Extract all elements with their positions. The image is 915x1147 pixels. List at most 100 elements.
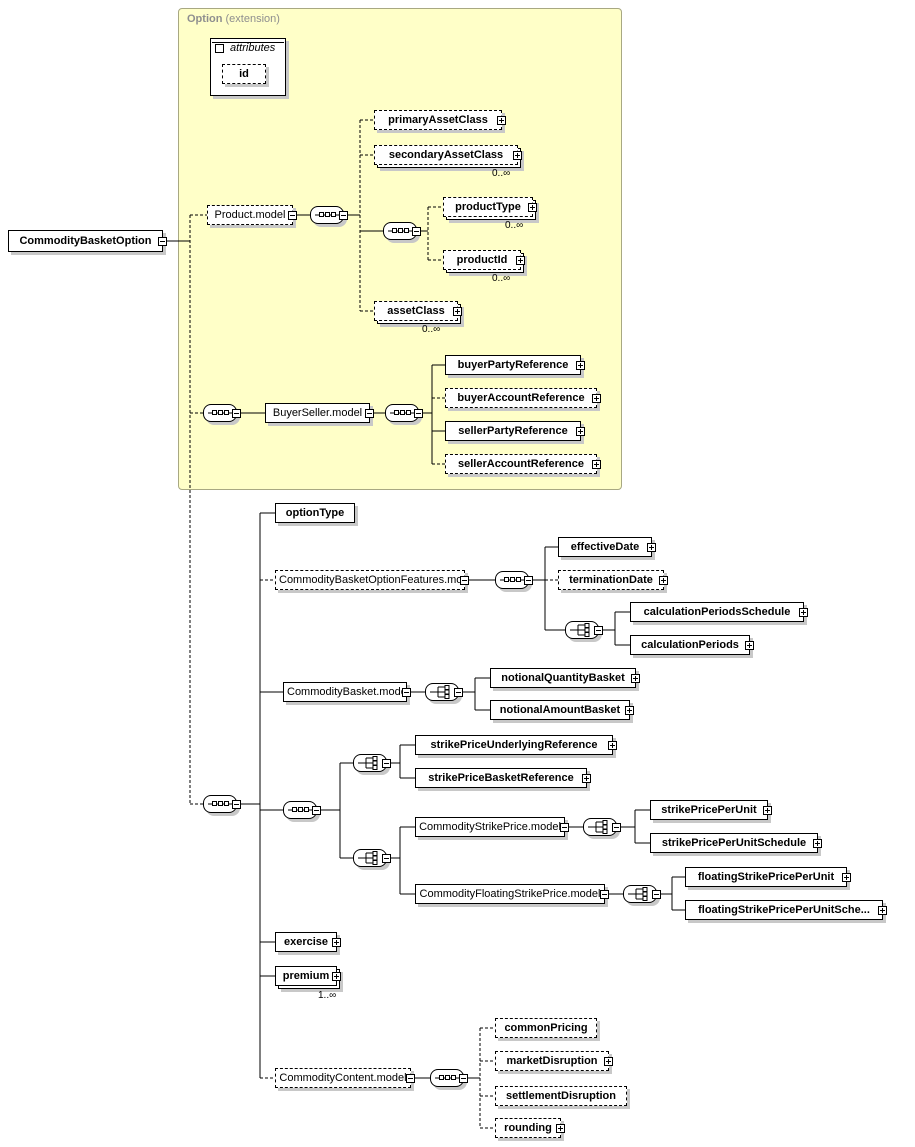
choice-glyph (628, 887, 648, 901)
element-calculationperiodsschedule[interactable]: calculationPeriodsSchedule (630, 602, 808, 622)
expand-icon[interactable] (556, 1123, 565, 1133)
node-label: calculationPeriodsSchedule (643, 606, 791, 618)
node-label: BuyerSeller.model (272, 407, 363, 419)
element-floatingstrikepriceperunit[interactable]: floatingStrikePricePerUnit (685, 867, 851, 887)
collapse-icon[interactable] (454, 687, 463, 697)
element-strikepriceperunit[interactable]: strikePricePerUnit (650, 800, 772, 820)
element-commonpricing[interactable]: commonPricing (495, 1018, 597, 1038)
expand-icon[interactable] (528, 202, 537, 212)
element-premium[interactable]: premium (275, 966, 341, 986)
model-group-commoditycontent-model[interactable]: CommodityContent.model (275, 1068, 415, 1088)
cardinality-label: 0..∞ (422, 324, 441, 335)
element-effectivedate[interactable]: effectiveDate (558, 537, 656, 557)
collapse-icon[interactable] (382, 758, 391, 768)
attribute-id[interactable]: id (222, 64, 266, 84)
element-marketdisruption[interactable]: marketDisruption (495, 1051, 613, 1071)
expand-icon[interactable] (604, 1056, 613, 1066)
collapse-icon[interactable] (312, 805, 321, 815)
model-group-product-model[interactable]: Product.model (207, 205, 297, 225)
expand-icon[interactable] (842, 872, 851, 882)
model-group-commodityfloatingstrikeprice-model[interactable]: CommodityFloatingStrikePrice.model (415, 884, 609, 904)
choice-compositor-icon (565, 621, 603, 639)
collapse-icon[interactable] (406, 1073, 415, 1083)
node-label: Product.model (214, 209, 286, 221)
collapse-icon[interactable] (402, 687, 411, 697)
cardinality-label: 1..∞ (318, 990, 337, 1001)
element-buyeraccountreference[interactable]: buyerAccountReference (445, 388, 601, 408)
expand-icon[interactable] (576, 360, 585, 370)
element-strikepriceperunitschedule[interactable]: strikePricePerUnitSchedule (650, 833, 822, 853)
element-calculationperiods[interactable]: calculationPeriods (630, 635, 754, 655)
expand-icon[interactable] (647, 542, 656, 552)
collapse-icon[interactable] (652, 889, 661, 899)
expand-icon[interactable] (497, 115, 506, 125)
collapse-icon[interactable] (365, 408, 374, 418)
expand-icon[interactable] (763, 805, 772, 815)
element-selleraccountreference[interactable]: sellerAccountReference (445, 454, 601, 474)
expand-icon[interactable] (516, 255, 525, 265)
expand-icon[interactable] (631, 673, 640, 683)
element-floatingstrikepriceperunitsche[interactable]: floatingStrikePricePerUnitSche... (685, 900, 887, 920)
collapse-icon[interactable] (612, 822, 621, 832)
element-sellerpartyreference[interactable]: sellerPartyReference (445, 421, 585, 441)
element-primaryassetclass[interactable]: primaryAssetClass (374, 110, 506, 130)
collapse-icon[interactable] (459, 1073, 468, 1083)
sequence-glyph (315, 212, 339, 217)
cardinality-label: 0..∞ (492, 273, 511, 284)
element-notionalquantitybasket[interactable]: notionalQuantityBasket (490, 668, 640, 688)
node-label: CommodityBasketOption (19, 235, 152, 247)
expand-icon[interactable] (592, 393, 601, 403)
collapse-icon[interactable] (414, 408, 423, 418)
expand-icon[interactable] (513, 150, 522, 160)
model-group-commoditybasket-model[interactable]: CommodityBasket.model (283, 682, 411, 702)
collapse-icon[interactable] (382, 853, 391, 863)
extension-base-type-label: Option (187, 13, 223, 25)
model-group-buyerseller-model[interactable]: BuyerSeller.model (265, 403, 374, 423)
expand-icon[interactable] (799, 607, 808, 617)
collapse-icon[interactable] (524, 575, 533, 585)
element-exercise[interactable]: exercise (275, 932, 341, 952)
expand-icon[interactable] (608, 740, 617, 750)
sequence-compositor-icon (385, 404, 423, 422)
element-terminationdate[interactable]: terminationDate (558, 570, 668, 590)
collapse-icon[interactable] (232, 799, 241, 809)
collapse-icon[interactable] (232, 408, 241, 418)
expand-icon[interactable] (453, 306, 462, 316)
node-label: CommodityContent.model (279, 1072, 407, 1084)
collapse-icon[interactable] (460, 575, 469, 585)
element-settlementdisruption[interactable]: settlementDisruption (495, 1086, 627, 1106)
element-rounding[interactable]: rounding (495, 1118, 565, 1138)
collapse-icon[interactable] (594, 625, 603, 635)
collapse-icon[interactable] (158, 236, 167, 246)
model-group-commoditystrikeprice-model[interactable]: CommodityStrikePrice.model (415, 817, 569, 837)
collapse-icon[interactable] (560, 822, 569, 832)
element-strikepriceunderlyingreference[interactable]: strikePriceUnderlyingReference (415, 735, 617, 755)
collapse-icon[interactable] (412, 226, 421, 236)
root-element-commoditybasketoption[interactable]: CommodityBasketOption (8, 230, 167, 252)
expand-icon[interactable] (332, 971, 341, 981)
expand-icon[interactable] (332, 937, 341, 947)
model-group-commoditybasketoptionfeatures-mo[interactable]: CommodityBasketOptionFeatures.mo... (275, 570, 469, 590)
node-label: CommodityBasketOptionFeatures.mo... (279, 574, 464, 586)
collapse-icon[interactable] (600, 889, 609, 899)
collapse-icon[interactable] (215, 44, 224, 53)
collapse-icon[interactable] (339, 210, 348, 220)
expand-icon[interactable] (745, 640, 754, 650)
expand-icon[interactable] (592, 459, 601, 469)
element-notionalamountbasket[interactable]: notionalAmountBasket (490, 700, 634, 720)
element-productid[interactable]: productId (443, 250, 525, 270)
expand-icon[interactable] (659, 575, 668, 585)
element-producttype[interactable]: productType (443, 197, 537, 217)
expand-icon[interactable] (878, 905, 887, 915)
element-assetclass[interactable]: assetClass (374, 301, 462, 321)
element-secondaryassetclass[interactable]: secondaryAssetClass (374, 145, 522, 165)
expand-icon[interactable] (625, 705, 634, 715)
element-buyerpartyreference[interactable]: buyerPartyReference (445, 355, 585, 375)
element-strikepricebasketreference[interactable]: strikePriceBasketReference (415, 768, 591, 788)
expand-icon[interactable] (813, 838, 822, 848)
element-optiontype[interactable]: optionType (275, 503, 355, 523)
collapse-icon[interactable] (288, 210, 297, 220)
expand-icon[interactable] (576, 426, 585, 436)
expand-icon[interactable] (582, 773, 591, 783)
